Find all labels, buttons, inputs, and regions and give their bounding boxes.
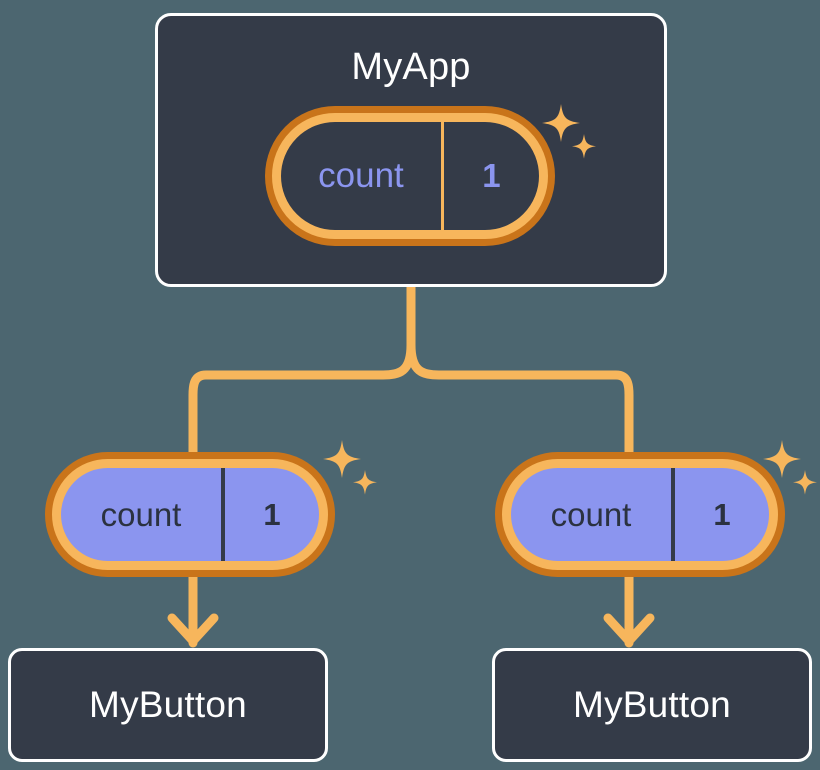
state-pill-child-right[interactable]: count 1 bbox=[495, 452, 785, 577]
page-title: MyApp bbox=[351, 46, 471, 88]
component-card-mybutton-right[interactable]: MyButton bbox=[492, 648, 812, 762]
state-value-label: 1 bbox=[220, 468, 319, 561]
state-key-label: count bbox=[550, 495, 632, 533]
state-value-label: 1 bbox=[670, 468, 769, 561]
leaf-title-right: MyButton bbox=[573, 684, 731, 725]
fork-wire-left bbox=[188, 340, 416, 458]
state-value-label: 1 bbox=[440, 122, 539, 230]
state-pill-child-left[interactable]: count 1 bbox=[45, 452, 335, 577]
component-card-mybutton-left[interactable]: MyButton bbox=[8, 648, 328, 762]
leaf-title-left: MyButton bbox=[89, 684, 247, 725]
fork-wire-right bbox=[406, 340, 634, 458]
state-key-label: count bbox=[318, 156, 404, 195]
arrow-down-icon-left bbox=[167, 613, 219, 646]
state-pill-inner: count 1 bbox=[502, 459, 778, 570]
state-pill-myapp[interactable]: count 1 bbox=[265, 106, 555, 246]
state-key-label: count bbox=[100, 495, 182, 533]
state-pill-inner: count 1 bbox=[52, 459, 328, 570]
state-pill-inner: count 1 bbox=[272, 113, 548, 239]
arrow-down-icon-right bbox=[603, 613, 655, 646]
